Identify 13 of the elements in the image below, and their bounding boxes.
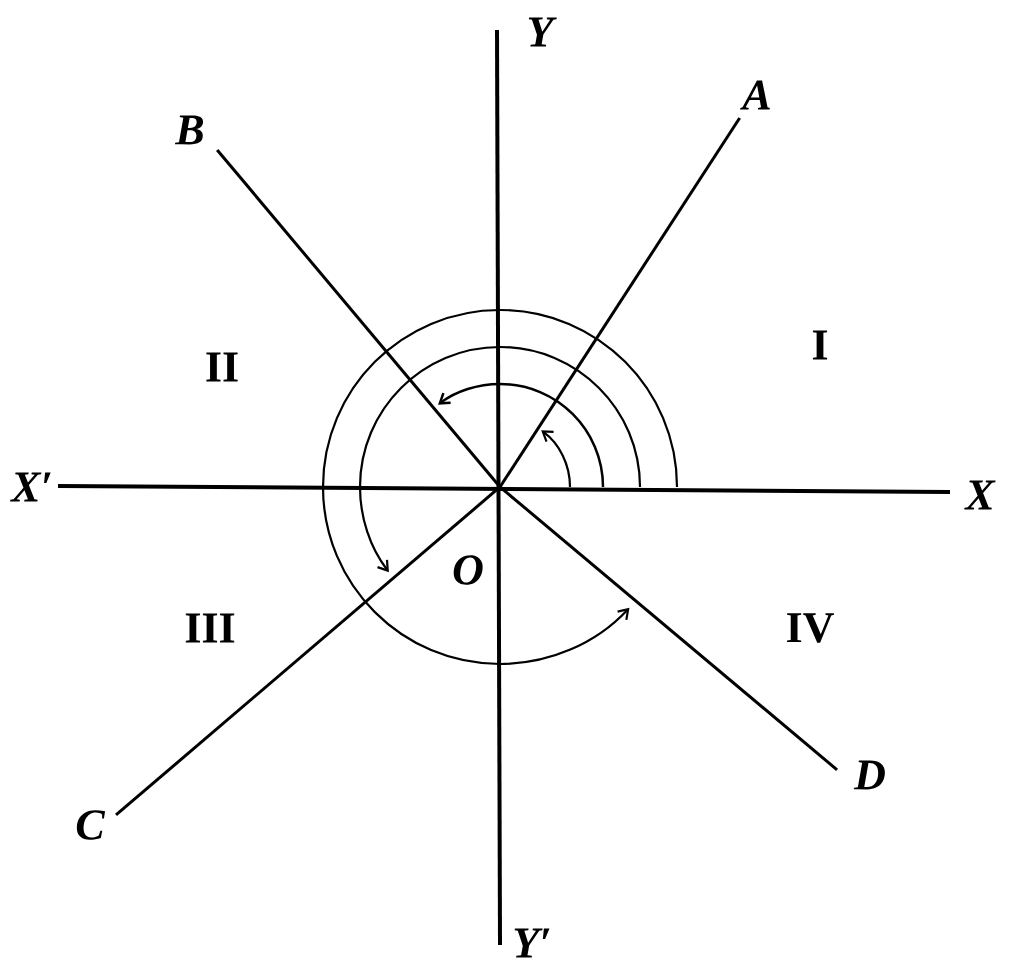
axis-label: A [740, 80, 770, 110]
axis-label: I [812, 330, 828, 360]
axis-label: IV [787, 613, 834, 643]
axis-label: Y [528, 17, 557, 47]
axis-label: O [453, 555, 483, 585]
axis-label: X [964, 480, 996, 510]
axis-label: II [206, 352, 238, 382]
axis-label: III [185, 613, 235, 643]
axis-label: B [174, 115, 204, 145]
axis-label: Y′ [514, 928, 550, 958]
axis-label: C [76, 810, 106, 840]
axis-label: D [853, 760, 885, 790]
axis-label: X′ [10, 472, 51, 502]
